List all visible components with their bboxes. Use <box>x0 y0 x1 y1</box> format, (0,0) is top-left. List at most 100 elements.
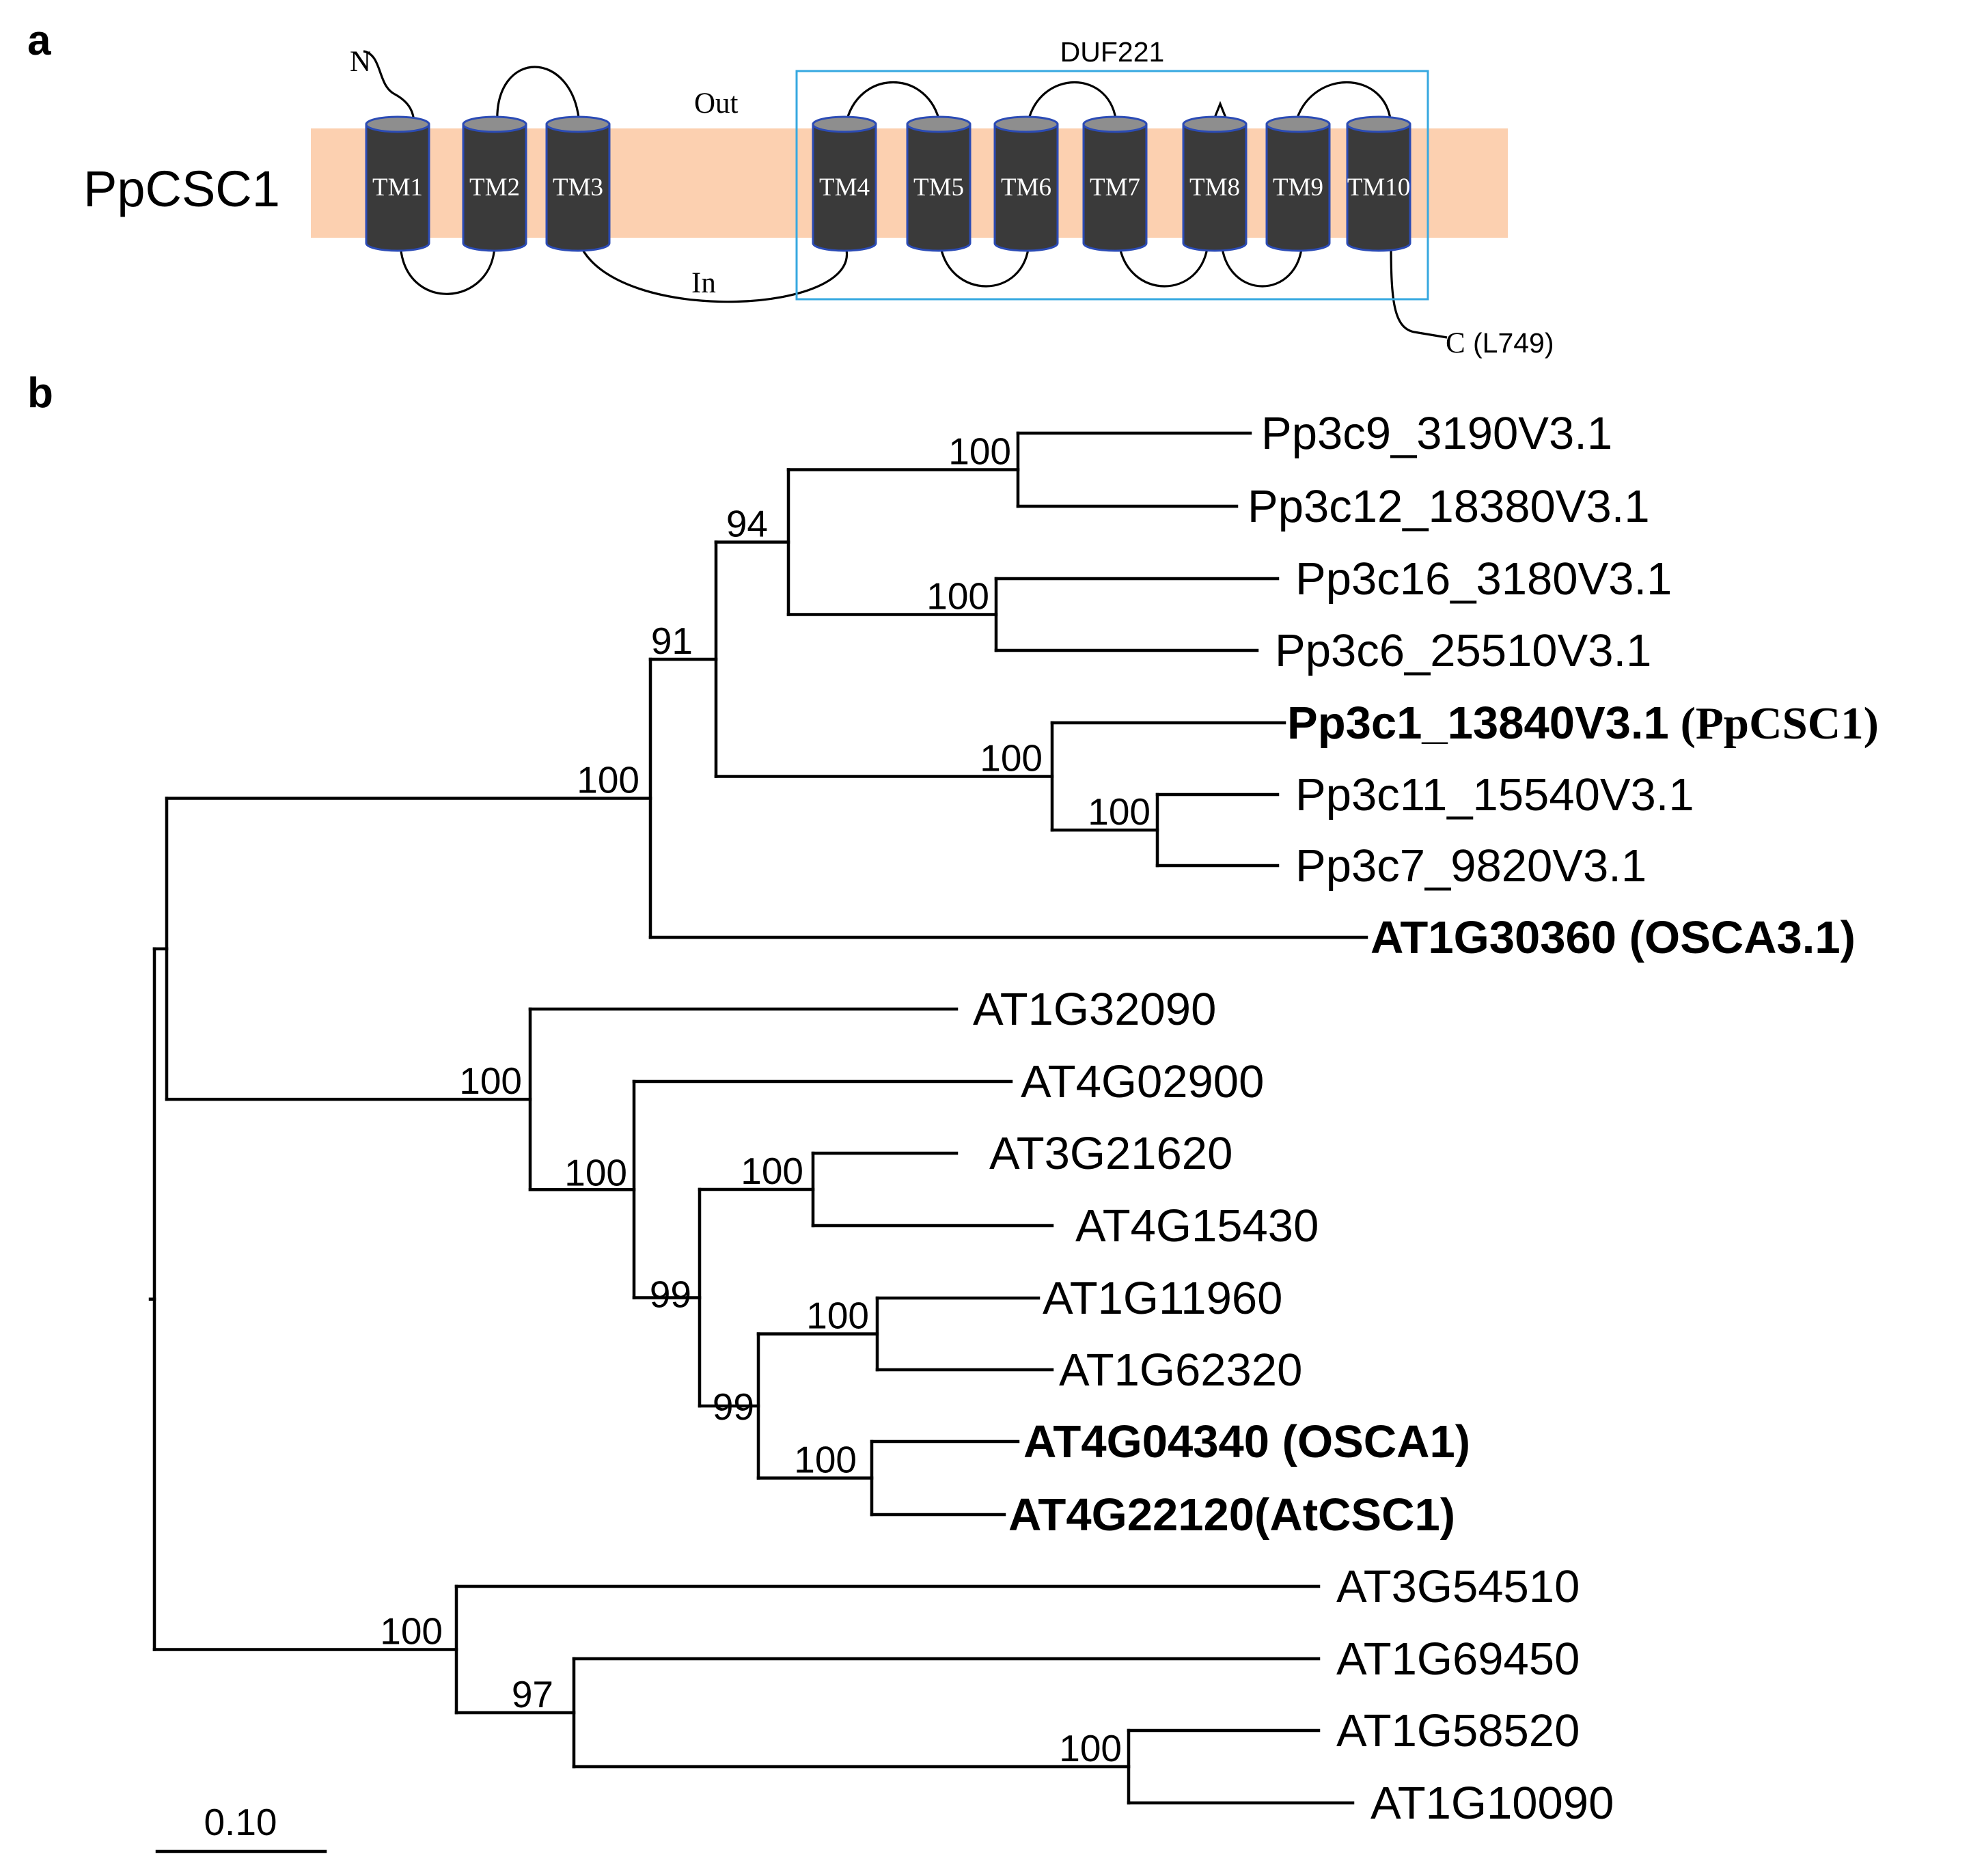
duf221-domain-box <box>795 70 1429 301</box>
bootstrap-n15_16: 100 <box>794 1439 857 1481</box>
helix-tm9: TM9 <box>1265 115 1331 252</box>
helix-label: TM8 <box>1189 174 1240 202</box>
leaf-label-l12: AT4G15430 <box>1075 1200 1319 1252</box>
helix-top <box>1265 115 1331 133</box>
leaf-label-l10: AT4G02900 <box>1021 1056 1264 1107</box>
helix-body <box>365 123 430 252</box>
helix-top <box>993 115 1059 133</box>
helix-label: TM9 <box>1273 174 1323 202</box>
leaf-label-l3: Pp3c16_3180V3.1 <box>1295 553 1672 605</box>
leaf-label-l1: Pp3c9_3190V3.1 <box>1261 408 1612 459</box>
leaf-id: AT1G69450 <box>1336 1633 1580 1685</box>
helix-body <box>906 123 972 252</box>
panel-b-label: b <box>27 370 53 417</box>
leaf-id: Pp3c12_18380V3.1 <box>1248 481 1650 532</box>
helix-label: TM4 <box>819 174 870 202</box>
leaf-id: Pp3c11_15540V3.1 <box>1295 769 1694 820</box>
panel-b: b Pp3c9_3190V3.1Pp3c12_18380V3.1Pp3c16_3… <box>27 370 1879 1853</box>
helix-body <box>1082 123 1148 252</box>
c-terminus-label: C <box>1446 327 1465 359</box>
helix-label: TM3 <box>553 174 603 202</box>
loop-tm3-tm4-in <box>578 243 848 303</box>
tree-branches <box>148 431 1368 1805</box>
scale-bar-label: 0.10 <box>204 1801 277 1843</box>
loop-tm5-tm6-in <box>939 243 1030 288</box>
in-label: In <box>691 267 716 299</box>
leaf-id: Pp3c9_3190V3.1 <box>1261 408 1612 459</box>
helix-tm1: TM1 <box>365 115 430 252</box>
helix-top <box>545 115 611 133</box>
helix-label: TM1 <box>372 174 423 202</box>
helix-top <box>906 115 972 133</box>
bootstrap-n3_4: 100 <box>926 575 989 618</box>
loop-tm8-tm9-in <box>1220 243 1304 288</box>
leaf-label-l6: Pp3c11_15540V3.1 <box>1295 769 1694 820</box>
bootstrap-n13_14: 100 <box>806 1295 869 1337</box>
helix-body <box>1182 123 1248 252</box>
leaf-id: AT1G10090 <box>1370 1778 1614 1829</box>
loop-tm9-tm10-out <box>1294 81 1392 125</box>
bootstrap-n17_20: 100 <box>380 1610 443 1653</box>
panel-a-label: a <box>27 17 51 64</box>
helix-tm6: TM6 <box>993 115 1059 252</box>
c-terminus-residue: (L749) <box>1473 327 1554 359</box>
helix-body <box>1346 123 1411 252</box>
leaf-label-l7: Pp3c7_9820V3.1 <box>1295 840 1647 892</box>
leaf-label-l9: AT1G32090 <box>973 984 1216 1035</box>
helix-top <box>1182 115 1248 133</box>
loop-tm7-tm8-in <box>1118 243 1209 288</box>
leaf-id: Pp3c6_25510V3.1 <box>1275 625 1651 676</box>
helix-label: TM10 <box>1347 174 1411 202</box>
bootstrap-n6_7: 100 <box>1088 790 1151 833</box>
c-terminal-tail <box>1390 243 1448 339</box>
leaf-id: AT3G21620 <box>989 1128 1232 1179</box>
bootstrap-n18_20: 97 <box>512 1673 553 1715</box>
helix-tm7: TM7 <box>1082 115 1148 252</box>
leaf-label-l2: Pp3c12_18380V3.1 <box>1248 481 1650 532</box>
leaf-label-l8: AT1G30360 (OSCA3.1) <box>1370 912 1856 963</box>
helix-body <box>1265 123 1331 252</box>
bootstrap-n1_8: 100 <box>577 759 639 801</box>
leaf-id: AT4G02900 <box>1021 1056 1264 1107</box>
bootstrap-n1_7: 91 <box>651 620 693 662</box>
leaf-id: Pp3c1_13840V3.1 <box>1287 698 1669 749</box>
leaf-label-l19: AT1G58520 <box>1336 1705 1580 1756</box>
bootstrap-n13_16: 99 <box>713 1385 754 1428</box>
leaf-id: AT1G32090 <box>973 984 1216 1035</box>
leaf-id: AT1G30360 (OSCA3.1) <box>1370 912 1856 963</box>
leaf-label-l20: AT1G10090 <box>1370 1778 1614 1829</box>
helix-tm8: TM8 <box>1182 115 1248 252</box>
protein-name: PpCSC1 <box>83 161 280 217</box>
helix-tm10: TM10 <box>1346 115 1411 252</box>
bootstrap-n1_2: 100 <box>948 430 1011 473</box>
leaf-id: AT1G11960 <box>1043 1273 1282 1324</box>
leaf-id: Pp3c16_3180V3.1 <box>1295 553 1672 605</box>
leaf-id: Pp3c7_9820V3.1 <box>1295 840 1647 892</box>
helix-tm3: TM3 <box>545 115 611 252</box>
duf221-label: DUF221 <box>1060 36 1165 68</box>
helix-body <box>812 123 877 252</box>
tree-leaves: Pp3c9_3190V3.1Pp3c12_18380V3.1Pp3c16_318… <box>973 408 1879 1829</box>
leaf-id: AT3G54510 <box>1336 1561 1580 1612</box>
helix-body <box>545 123 611 252</box>
helix-top <box>812 115 877 133</box>
leaf-id: AT1G62320 <box>1059 1344 1302 1396</box>
helix-top <box>1346 115 1411 133</box>
helix-top <box>365 115 430 133</box>
helix-tm4: TM4 <box>812 115 877 252</box>
leaf-label-l13: AT1G11960 <box>1043 1273 1282 1324</box>
bootstrap-n10_16: 100 <box>564 1151 627 1194</box>
leaf-label-l11: AT3G21620 <box>989 1128 1232 1179</box>
bootstrap-n11_12: 100 <box>741 1150 803 1192</box>
loop-tm4-tm5-out <box>844 81 941 125</box>
bootstrap-n1_4: 94 <box>726 503 768 545</box>
helix-body <box>993 123 1059 252</box>
bootstrap-n5_7: 100 <box>980 737 1043 780</box>
leaf-id: AT4G15430 <box>1075 1200 1319 1252</box>
leaf-id: AT1G58520 <box>1336 1705 1580 1756</box>
helix-label: TM2 <box>469 174 520 202</box>
leaf-suffix: (PpCSC1) <box>1669 698 1879 749</box>
